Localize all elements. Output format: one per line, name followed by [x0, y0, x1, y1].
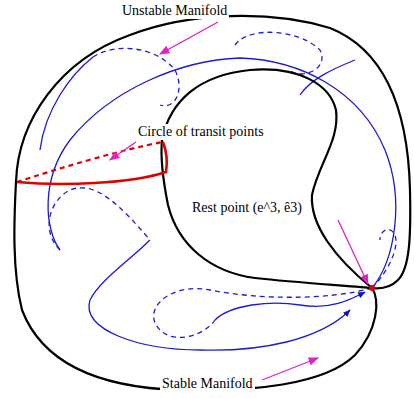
manifold-label: Stable Manifold [160, 376, 255, 392]
rest-point-label: Rest point (e^3, ê3) [190, 200, 304, 216]
manifold-label: Unstable Manifold [120, 3, 229, 19]
transit-label: Circle of transit points [136, 124, 266, 140]
